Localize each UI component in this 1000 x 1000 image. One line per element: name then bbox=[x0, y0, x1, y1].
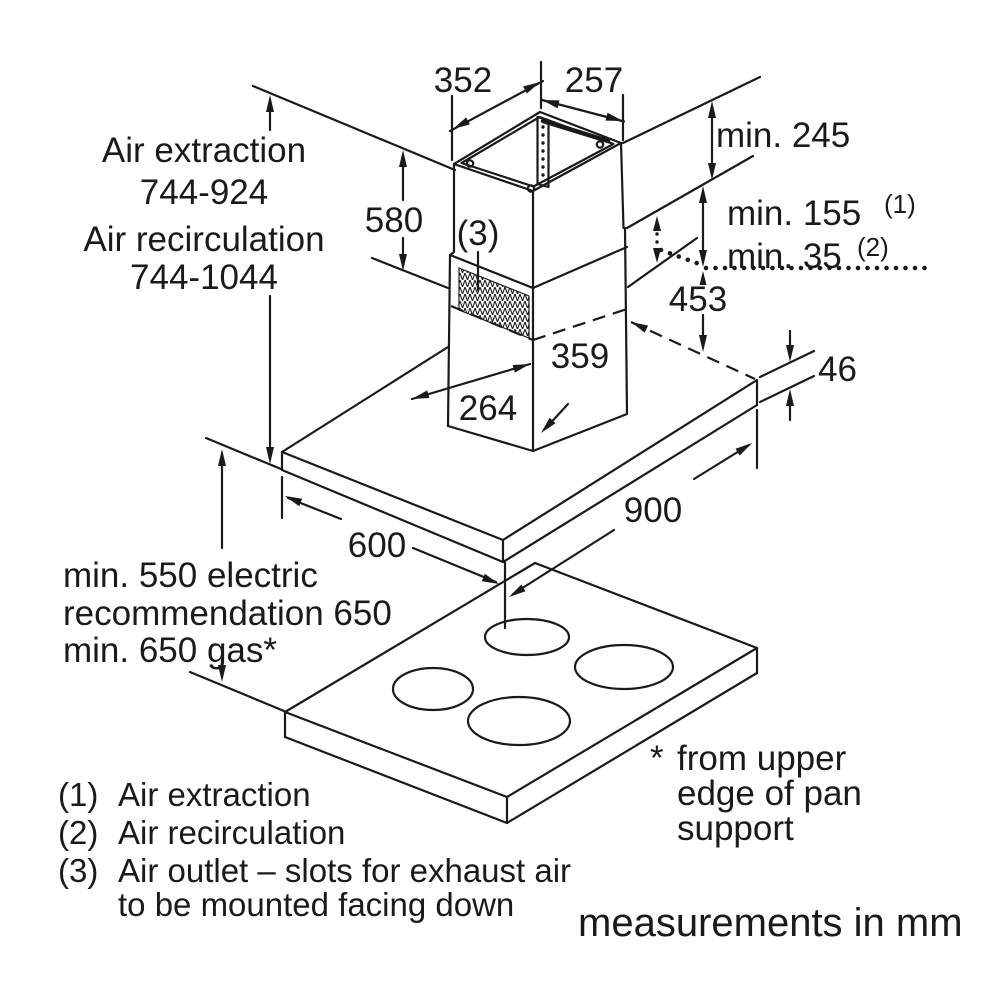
legend: (1) Air extraction (2) Air recirculation… bbox=[58, 776, 571, 923]
legend-ref-1: (1) bbox=[58, 776, 98, 813]
chimney bbox=[446, 110, 755, 453]
screw-icon bbox=[526, 184, 536, 193]
screw-icon bbox=[595, 140, 605, 149]
dim-recirculation-clearance: min. 35 (2) bbox=[653, 216, 889, 276]
hob-clearance-line2: recommendation 650 bbox=[63, 594, 392, 633]
height-note-line1: Air extraction bbox=[102, 131, 306, 170]
footnote-line3: support bbox=[677, 809, 794, 848]
dim-base-depth: 359 bbox=[541, 337, 609, 433]
dim-top-width: 352 bbox=[434, 60, 545, 162]
dim-label-900: 900 bbox=[624, 491, 682, 530]
height-note-line3: Air recirculation bbox=[83, 220, 324, 259]
dim-canopy-thickness: 46 bbox=[758, 329, 857, 422]
units-note: measurements in mm bbox=[578, 901, 963, 945]
air-outlet-slots bbox=[458, 267, 530, 339]
footnote: * from upper edge of pan support bbox=[650, 739, 862, 848]
legend-text-1: Air extraction bbox=[118, 776, 311, 813]
dim-chimney-to-canopy: 453 bbox=[669, 271, 727, 352]
legend-text-3: Air outlet – slots for exhaust air bbox=[118, 852, 571, 889]
dim-base-width: 264 bbox=[410, 362, 532, 428]
slots-ref-label: (3) bbox=[457, 214, 500, 253]
dim-label-359: 359 bbox=[551, 337, 609, 376]
legend-ref-2: (2) bbox=[58, 814, 98, 851]
dim-label-min155: min. 155 bbox=[727, 194, 861, 233]
legend-ref-3: (3) bbox=[58, 852, 98, 889]
dim-label-453: 453 bbox=[669, 280, 727, 319]
slots-reference: (3) bbox=[457, 214, 500, 292]
dim-label-257: 257 bbox=[565, 61, 623, 100]
mounting-rail-icon bbox=[536, 115, 550, 189]
canopy bbox=[280, 321, 759, 564]
dim-hob-clearance: min. 550 electric recommendation 650 min… bbox=[63, 436, 392, 713]
burner bbox=[466, 695, 572, 747]
hob-clearance-line1: min. 550 electric bbox=[63, 556, 318, 595]
height-note-line4: 744-1044 bbox=[130, 258, 278, 297]
screw-icon bbox=[465, 159, 475, 168]
dim-ceiling-clearance: min. 245 bbox=[708, 101, 850, 180]
hob-clearance-line3: min. 650 gas* bbox=[63, 631, 277, 670]
dim-top-depth: 257 bbox=[540, 61, 626, 142]
dim-label-600: 600 bbox=[348, 526, 406, 565]
recirculation-level-line bbox=[658, 247, 937, 271]
burner bbox=[573, 643, 675, 691]
dim-label-46: 46 bbox=[818, 350, 857, 389]
dim-ref-2: (2) bbox=[857, 232, 889, 262]
dim-extraction-clearance: min. 155 (1) bbox=[699, 186, 916, 267]
dim-canopy-width: 900 bbox=[509, 408, 759, 597]
footnote-line1: from upper bbox=[677, 739, 847, 778]
height-note-line2: 744-924 bbox=[140, 173, 268, 212]
dim-label-min245: min. 245 bbox=[716, 116, 850, 155]
dim-upper-chimney-height: 580 bbox=[365, 150, 450, 290]
burner bbox=[391, 666, 475, 712]
dim-label-264: 264 bbox=[459, 389, 517, 428]
dim-label-352: 352 bbox=[434, 61, 492, 100]
dim-label-min35: min. 35 bbox=[727, 237, 842, 276]
ceiling-lines bbox=[251, 75, 762, 172]
dim-label-580: 580 bbox=[365, 201, 423, 240]
legend-text-4: to be mounted facing down bbox=[118, 886, 514, 923]
dim-total-height: Air extraction 744-924 Air recirculation… bbox=[83, 95, 325, 464]
dim-canopy-depth: 600 bbox=[280, 475, 499, 584]
legend-text-2: Air recirculation bbox=[118, 814, 345, 851]
dim-ref-1: (1) bbox=[884, 189, 916, 219]
cooktop bbox=[283, 561, 759, 825]
burner bbox=[483, 617, 571, 657]
footnote-marker: * bbox=[650, 739, 664, 778]
footnote-line2: edge of pan bbox=[677, 774, 862, 813]
